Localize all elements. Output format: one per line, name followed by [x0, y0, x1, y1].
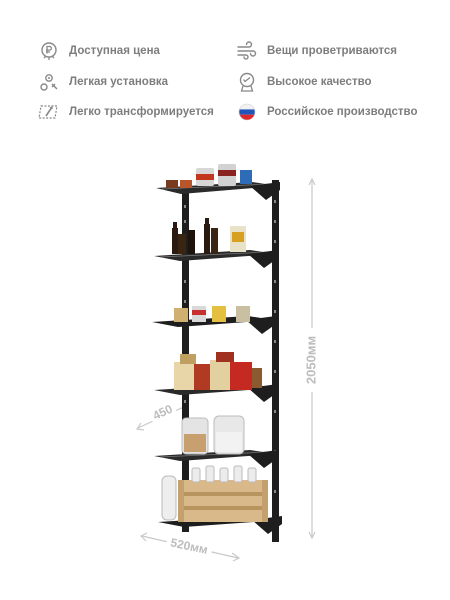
feature-russian-made: Российское производство [236, 101, 418, 123]
feature-label: Легкая установка [69, 76, 169, 88]
height-dimension: 2050мм [303, 177, 321, 540]
shelf-5 [154, 415, 278, 468]
feature-label: Российское производство [267, 106, 418, 118]
shelf-3 [152, 306, 276, 334]
feature-high-quality: Высокое качество [236, 71, 372, 93]
width-dimension: 520мм [139, 532, 241, 562]
shelving-rack-illustration: 2050мм 450 520мм [135, 164, 321, 562]
ruble-coin-icon [38, 40, 60, 62]
shelf-1 [156, 164, 280, 200]
feature-ventilated: Вещи проветриваются [236, 40, 397, 62]
shelf-4 [154, 352, 278, 402]
feature-label: Вещи проветриваются [267, 45, 397, 57]
feature-easy-install: Легкая установка [38, 71, 168, 93]
shelf-6-with-crate [158, 465, 282, 534]
feature-label: Высокое качество [267, 76, 372, 88]
quality-badge-icon [236, 71, 258, 93]
transform-icon [38, 101, 60, 123]
feature-label: Легко трансформируется [69, 106, 214, 118]
feature-transformable: Легко трансформируется [38, 101, 214, 123]
height-label: 2050мм [303, 336, 318, 384]
depth-dimension: 450 [135, 400, 189, 431]
russia-flag-icon [236, 101, 258, 123]
shelf-2 [154, 218, 278, 268]
feature-affordable-price: Доступная цена [38, 40, 160, 62]
wind-icon [236, 40, 258, 62]
feature-label: Доступная цена [69, 45, 160, 57]
tools-icon [38, 71, 60, 93]
